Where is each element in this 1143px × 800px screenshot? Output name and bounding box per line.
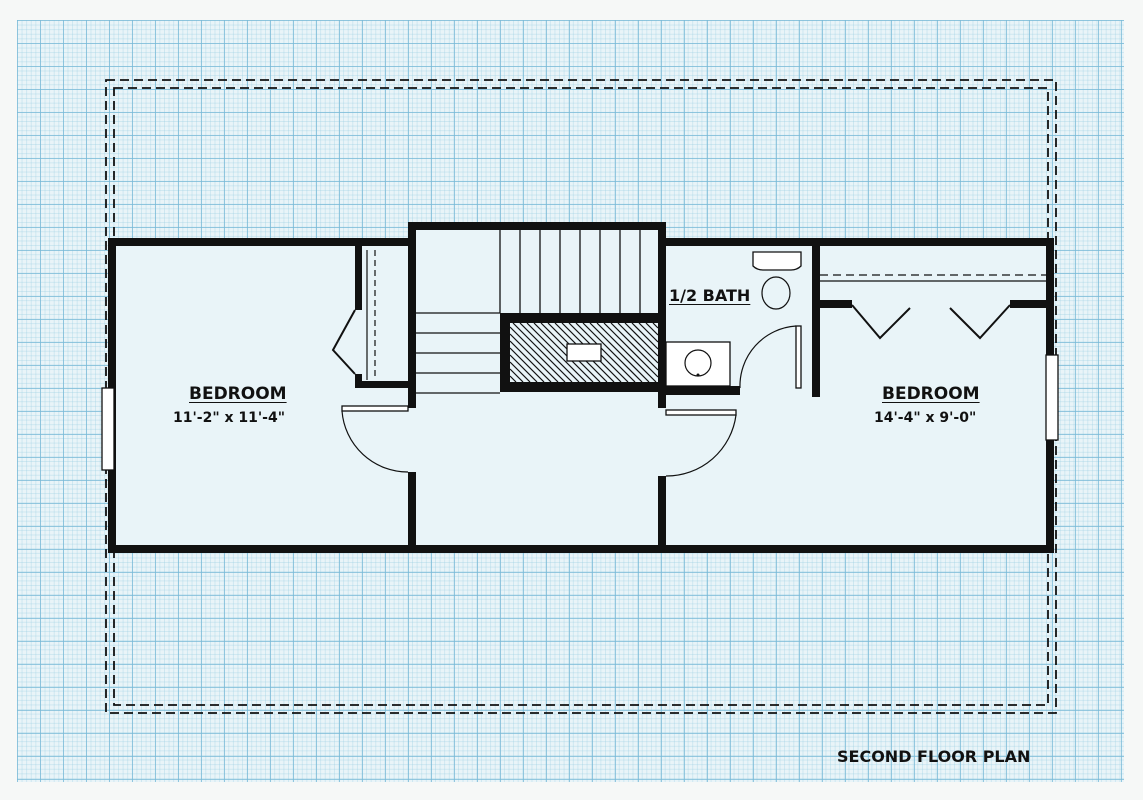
room-label-bedroom-left: BEDROOM [189, 384, 287, 404]
hatch-line [509, 326, 566, 383]
hatch-line [575, 322, 636, 383]
window-left [101, 387, 115, 471]
bath-door-leaf [795, 325, 802, 389]
toilet-bowl [761, 276, 791, 310]
hatch-line [509, 375, 517, 383]
hatch-line [631, 322, 659, 350]
hatch-line [610, 322, 659, 371]
hatch-line [624, 322, 659, 357]
hatch-line [589, 322, 650, 383]
bedroom-right-door-leaf [665, 409, 737, 416]
stairs [416, 230, 641, 394]
hatch-line [638, 322, 659, 343]
hatch-line [509, 340, 552, 383]
door-swing-bath [739, 325, 797, 389]
window-right [1045, 354, 1059, 441]
room-label-half-bath: 1/2 BATH [669, 286, 751, 305]
hatch-line [509, 333, 559, 383]
hatch-line [533, 322, 594, 383]
toilet-tank [752, 251, 802, 271]
room-size-bedroom-right: 14'-4" x 9'-0" [874, 410, 977, 426]
hatch-line [645, 322, 659, 336]
hatch-line [603, 322, 659, 378]
plan-title: SECOND FLOOR PLAN [837, 747, 1031, 766]
hatch-line [509, 361, 531, 383]
hatch-line [617, 322, 659, 364]
hatch-line [519, 322, 580, 383]
room-size-bedroom-left: 11'-2" x 11'-4" [173, 410, 286, 426]
chimney-hatch [509, 322, 659, 383]
door-swing-left [341, 410, 409, 473]
bedroom-left-door-leaf [341, 405, 409, 412]
hatch-line [596, 322, 657, 383]
sink-vanity [665, 341, 731, 387]
hatch-line [509, 347, 545, 383]
hatch-line [652, 322, 659, 329]
hatch-line [526, 322, 587, 383]
room-label-bedroom-right: BEDROOM [882, 384, 980, 404]
hatch-line [512, 322, 573, 383]
hatch-line [509, 368, 524, 383]
hatch-line [582, 322, 643, 383]
hatch-line [509, 354, 538, 383]
door-swing-right [665, 414, 737, 477]
